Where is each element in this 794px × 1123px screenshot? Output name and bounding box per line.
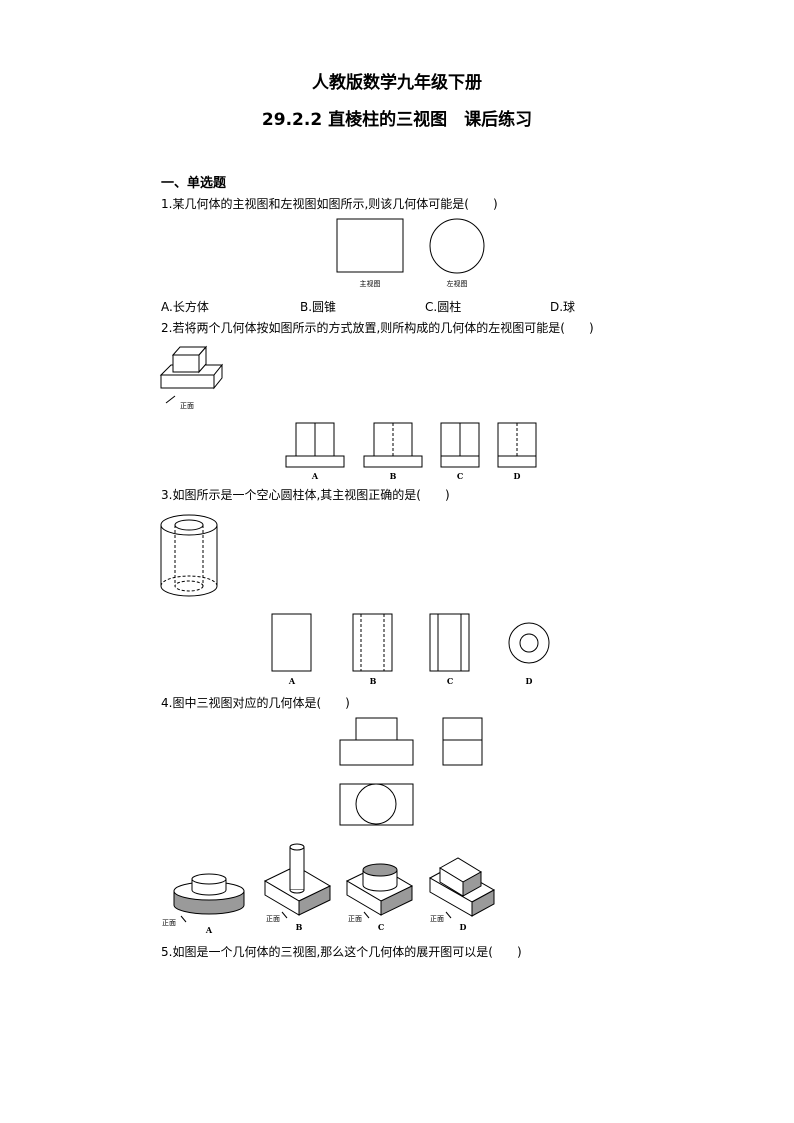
- q4-label-a: A: [205, 925, 213, 935]
- q2-option-a-view: [285, 422, 345, 468]
- question-5-text: 5.如图是一个几何体的三视图,那么这个几何体的展开图可以是( ): [161, 945, 522, 959]
- q4-c-front-arrow: [363, 911, 370, 919]
- q2-front-arrow: [165, 395, 176, 404]
- q2-label-b: B: [390, 471, 397, 481]
- q2-stacked-solid: [159, 345, 224, 390]
- q3-label-c: C: [447, 676, 453, 686]
- q4-option-c-solid: [345, 863, 414, 916]
- q3-label-d: D: [526, 676, 533, 686]
- question-4-text: 4.图中三视图对应的几何体是( ): [161, 696, 350, 710]
- question-3-text: 3.如图所示是一个空心圆柱体,其主视图正确的是( ): [161, 488, 450, 502]
- q3-option-a-view: [271, 613, 312, 672]
- q1-option-a[interactable]: A.长方体: [161, 300, 209, 314]
- q2-label-d: D: [514, 471, 521, 481]
- q4-c-front-label: 正面: [348, 915, 362, 923]
- q2-front-label: 正面: [180, 402, 194, 410]
- q3-hollow-cylinder: [160, 514, 218, 597]
- q2-label-c: C: [457, 471, 463, 481]
- q3-label-b: B: [370, 676, 377, 686]
- q1-front-view-rect: [336, 218, 404, 273]
- q4-front-view: [339, 717, 414, 766]
- q4-label-c: C: [378, 922, 384, 932]
- q1-option-b[interactable]: B.圆锥: [300, 300, 337, 314]
- q4-a-front-label: 正面: [162, 919, 176, 927]
- q3-option-d-view: [508, 622, 550, 664]
- q3-option-b-view: [352, 613, 393, 672]
- q2-option-c-view: [440, 422, 480, 468]
- q3-label-a: A: [288, 676, 296, 686]
- q4-top-view: [339, 783, 414, 826]
- q4-b-front-arrow: [281, 911, 288, 919]
- q4-option-b-solid: [263, 843, 332, 916]
- q4-option-d-solid: [428, 857, 496, 917]
- q2-option-b-view: [363, 422, 423, 468]
- q1-option-c[interactable]: C.圆柱: [425, 300, 462, 314]
- question-2-text: 2.若将两个几何体按如图所示的方式放置,则所构成的几何体的左视图可能是( ): [161, 321, 594, 335]
- q1-option-d[interactable]: D.球: [550, 300, 576, 314]
- q4-label-b: B: [296, 922, 303, 932]
- question-1-text: 1.某几何体的主视图和左视图如图所示,则该几何体可能是( ): [161, 197, 498, 211]
- section-heading: 一、单选题: [161, 176, 227, 191]
- q2-option-d-view: [497, 422, 537, 468]
- q2-label-a: A: [311, 471, 319, 481]
- q4-d-front-arrow: [445, 911, 452, 919]
- document-subtitle: 29.2.2 直棱柱的三视图 课后练习: [261, 110, 533, 130]
- q4-left-view: [442, 717, 483, 766]
- q4-b-front-label: 正面: [266, 915, 280, 923]
- q1-caption-front: 主视图: [360, 279, 381, 288]
- document-title: 人教版数学九年级下册: [312, 73, 482, 93]
- q1-caption-left: 左视图: [447, 279, 468, 288]
- q4-d-front-label: 正面: [430, 915, 444, 923]
- q4-option-a-solid: [173, 873, 245, 915]
- q1-left-view-circle: [429, 218, 485, 274]
- q3-option-c-view: [429, 613, 470, 672]
- q4-label-d: D: [460, 922, 467, 932]
- q4-a-front-arrow: [180, 915, 187, 923]
